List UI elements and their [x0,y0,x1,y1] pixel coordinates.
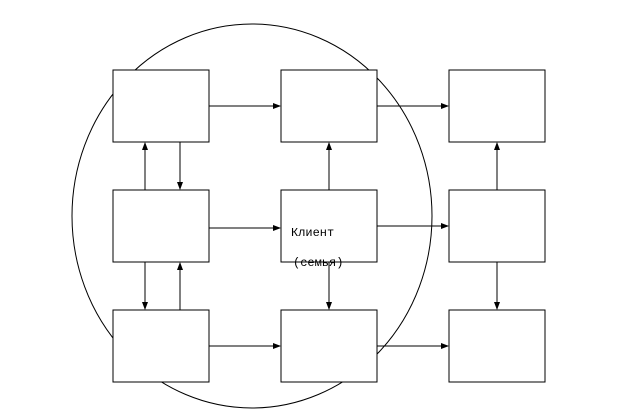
box-r2-c3 [448,189,546,263]
box-r1-c2 [280,69,378,143]
box-r1-c1 [112,69,210,143]
enclosing-circle [71,23,433,409]
box-r3-c3 [448,309,546,383]
box-r1-c3 [448,69,546,143]
client-label: Клиент [291,226,334,240]
box-r3-c1 [112,309,210,383]
box-r3-c2 [280,309,378,383]
family-label: (семья) [293,256,343,270]
box-r2-c1 [112,189,210,263]
